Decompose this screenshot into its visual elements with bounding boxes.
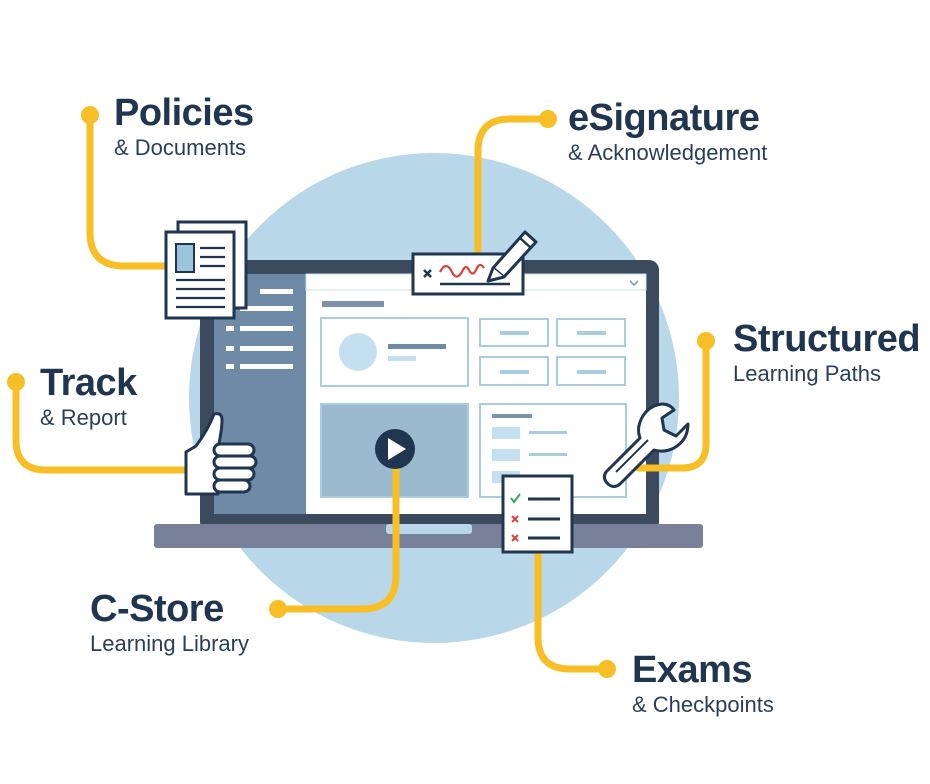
feature-subtitle: Learning Paths [733,361,881,386]
feature-title: Track [40,362,137,404]
checklist-icon [501,474,574,554]
connector-policies [86,111,179,270]
feature-title: C-Store [90,588,224,630]
feature-title: Exams [632,649,753,691]
feature-structured: Structured Learning Paths [733,318,921,388]
connector-track [12,378,200,474]
feature-subtitle: Learning Library [90,631,249,656]
feature-subtitle: & Report [40,405,127,430]
connector-dots [7,106,715,678]
connector-esignature [474,115,552,256]
feature-subtitle: & Documents [114,135,247,160]
laptop-notch [386,524,472,534]
profile-card [320,317,469,387]
connector-structured [634,337,710,472]
feature-track: Track & Report [40,362,137,432]
connector-lines [12,111,710,673]
feature-cstore: C-Store Learning Library [90,588,249,658]
feature-title: Structured [733,318,921,360]
wrench-icon [602,402,690,488]
thumbs-up-icon [184,412,258,496]
chevron-down-icon [629,280,639,287]
play-icon [375,429,415,469]
feature-esignature: eSignature & Acknowledgement [568,97,767,167]
feature-subtitle: & Acknowledgement [568,140,768,165]
feature-subtitle: & Checkpoints [632,692,774,717]
feature-title: eSignature [568,97,760,139]
connector-cstore [274,458,400,613]
avatar [339,333,377,371]
feature-title: Policies [114,92,254,134]
connector-exams [534,548,611,673]
document-icon [164,220,248,320]
pen-icon [486,230,538,283]
page-heading-bar [322,301,384,307]
feature-exams: Exams & Checkpoints [632,649,774,719]
feature-policies: Policies & Documents [114,92,254,162]
